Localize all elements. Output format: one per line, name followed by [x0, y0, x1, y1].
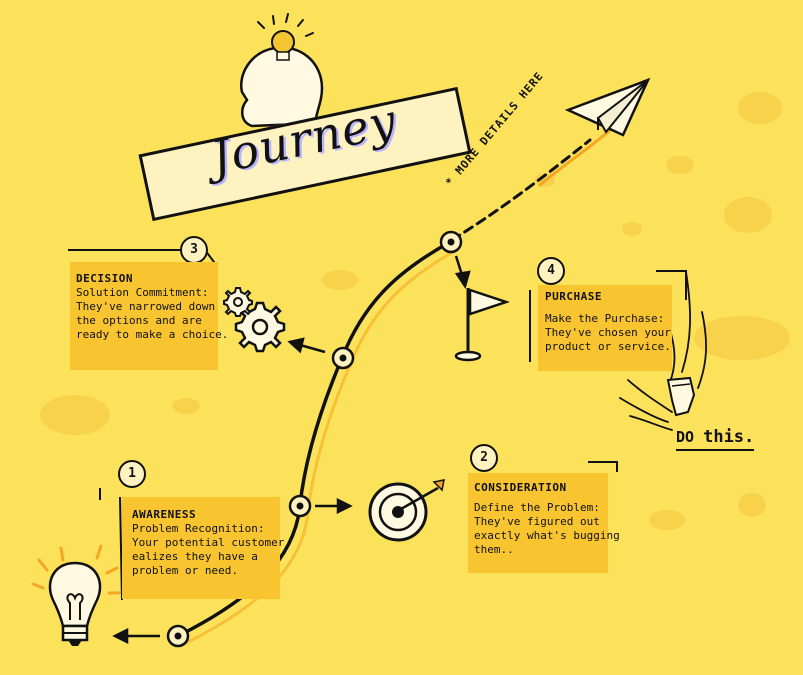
awareness-note: AWARENESS Problem Recognition: Your pote…: [132, 508, 284, 578]
path-nodes: [166, 230, 463, 648]
note-line: Solution Commitment:: [76, 286, 209, 299]
note-line: Your potential customer: [132, 536, 285, 549]
target-icon: [368, 479, 445, 542]
decision-note: DECISION Solution Commitment: They've na…: [76, 272, 228, 342]
path-node: [331, 346, 355, 370]
consideration-heading: CONSIDERATION: [474, 481, 567, 494]
note-line: exactly what's bugging: [474, 529, 620, 542]
head-idea-icon: [240, 13, 324, 128]
step-number-4: 4: [537, 257, 565, 285]
consideration-note: CONSIDERATION Define the Problem: They'v…: [474, 481, 620, 557]
paper-plane-icon: [564, 77, 651, 137]
pointing-hand-icon: [619, 271, 707, 431]
note-line: Make the Purchase:: [545, 312, 665, 325]
awareness-heading: AWARENESS: [132, 508, 197, 521]
cta-emphasis: this.: [703, 427, 755, 447]
gears-icon: [223, 287, 286, 353]
note-line: ealizes they have a: [132, 550, 258, 563]
awareness-note-fill: [122, 497, 280, 599]
purchase-heading: PURCHASE: [545, 290, 602, 303]
call-to-action: DO this.: [676, 427, 755, 451]
path-node: [166, 624, 190, 648]
decision-note-fill: [70, 262, 218, 370]
note-line: Define the Problem:: [474, 501, 600, 514]
cta-underline: [676, 449, 755, 451]
note-line: ready to make a choice.: [76, 328, 229, 341]
purchase-note-fill: [538, 285, 672, 371]
note-line: them..: [474, 543, 514, 556]
flag-icon: [454, 288, 510, 362]
background-blobs: [40, 92, 790, 530]
note-line: They've narrowed down: [76, 300, 216, 313]
note-line: They've figured out: [474, 515, 600, 528]
node-arrows: [112, 255, 471, 645]
step-number-3: 3: [180, 236, 208, 264]
note-line: problem or need.: [132, 564, 238, 577]
path-node: [439, 230, 463, 254]
purchase-note: PURCHASE Make the Purchase: They've chos…: [545, 290, 677, 354]
note-line: They've chosen your: [545, 326, 671, 339]
consideration-note-fill: [468, 473, 608, 573]
step-number-1: 1: [118, 460, 146, 488]
path-node: [288, 494, 312, 518]
note-line: Problem Recognition:: [132, 522, 265, 535]
note-line: the options and are: [76, 314, 202, 327]
note-line: product or service..: [545, 340, 678, 353]
cta-prefix: DO: [676, 428, 695, 446]
lightbulb-icon: [31, 544, 121, 646]
paper-plane-trail: [538, 128, 612, 187]
step-number-2: 2: [470, 444, 498, 472]
journey-path-dashed: [450, 138, 592, 242]
decision-heading: DECISION: [76, 272, 133, 285]
